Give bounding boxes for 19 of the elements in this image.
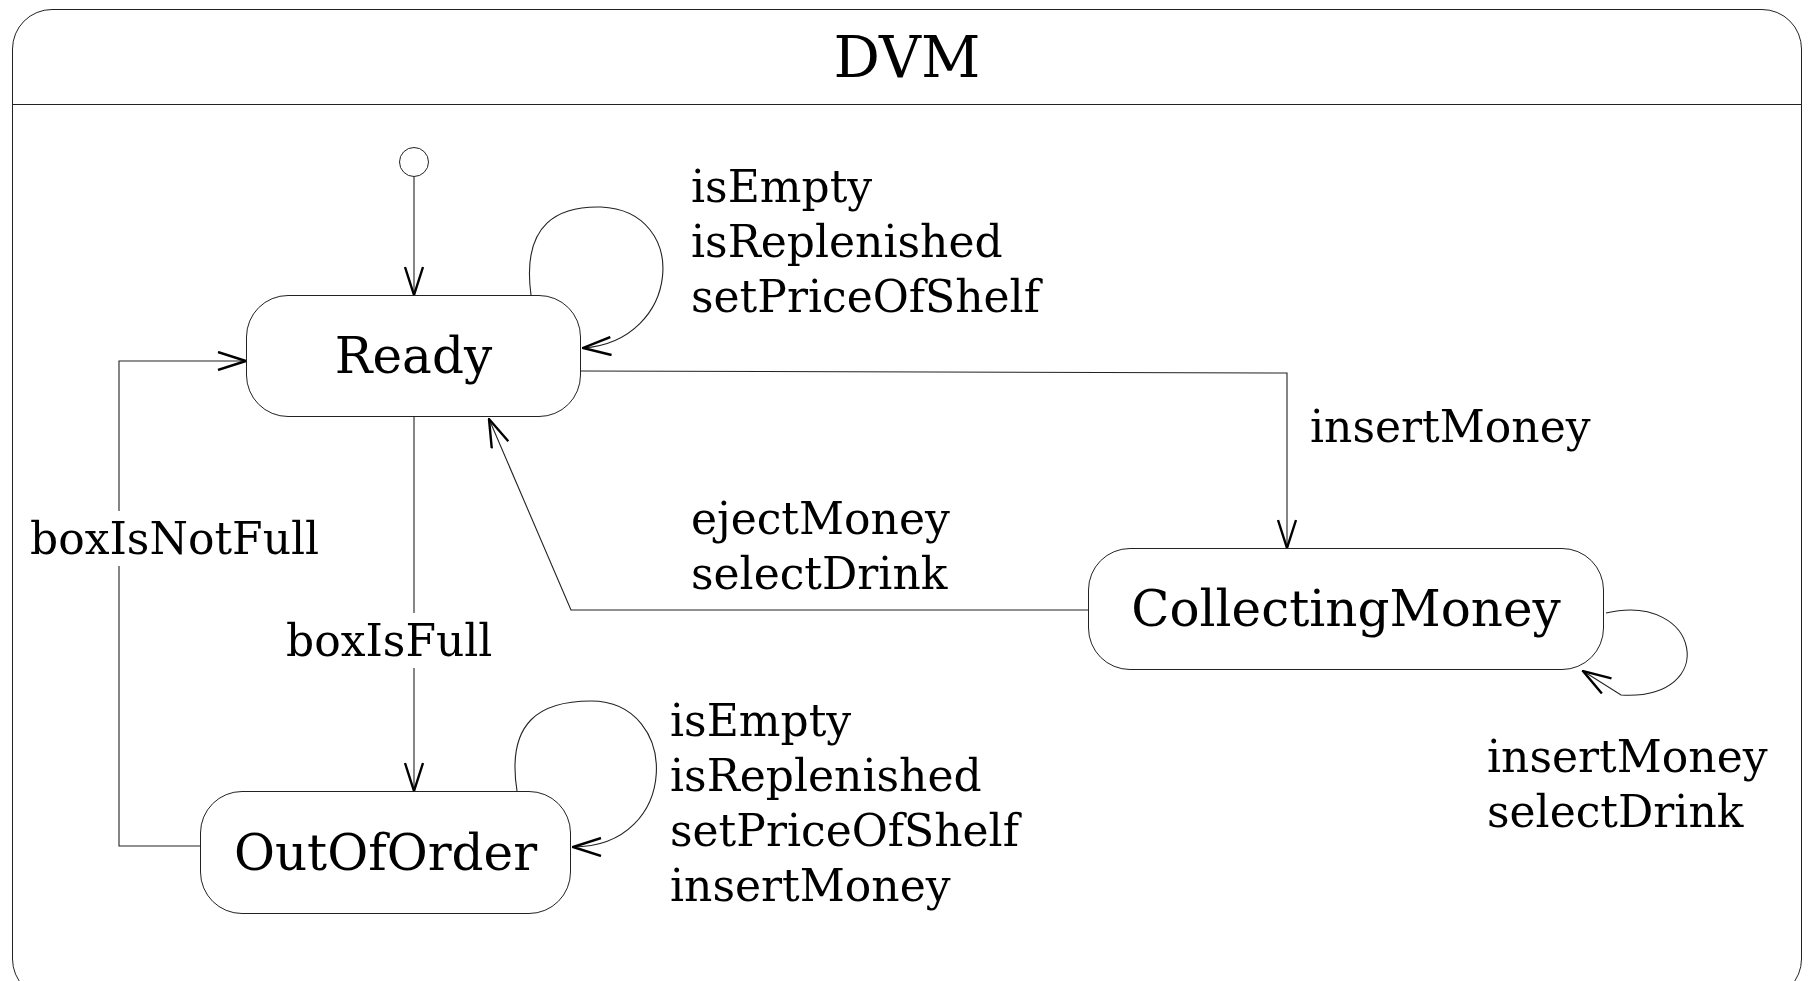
transition-arrow <box>403 416 425 793</box>
edge-label: boxIsFull <box>286 613 493 668</box>
transition-arrow <box>1581 609 1688 696</box>
edge-label: boxIsNotFull <box>30 511 320 566</box>
transition-arrow <box>580 370 1298 550</box>
state-name: OutOfOrder <box>233 823 538 882</box>
transition-arrow <box>528 206 664 353</box>
state-name: Ready <box>334 327 493 385</box>
initial-state-circle <box>399 147 429 177</box>
state-box <box>200 791 571 914</box>
state-box <box>1088 548 1604 670</box>
frame-title: DVM <box>833 23 981 91</box>
transition-arrow <box>514 700 657 854</box>
state-name: CollectingMoney <box>1131 580 1561 638</box>
transition-arrow <box>487 417 1089 611</box>
transition-arrow <box>403 176 425 297</box>
state-machine-frame <box>12 9 1802 981</box>
state-box <box>246 295 581 417</box>
transition-arrow <box>118 350 248 847</box>
